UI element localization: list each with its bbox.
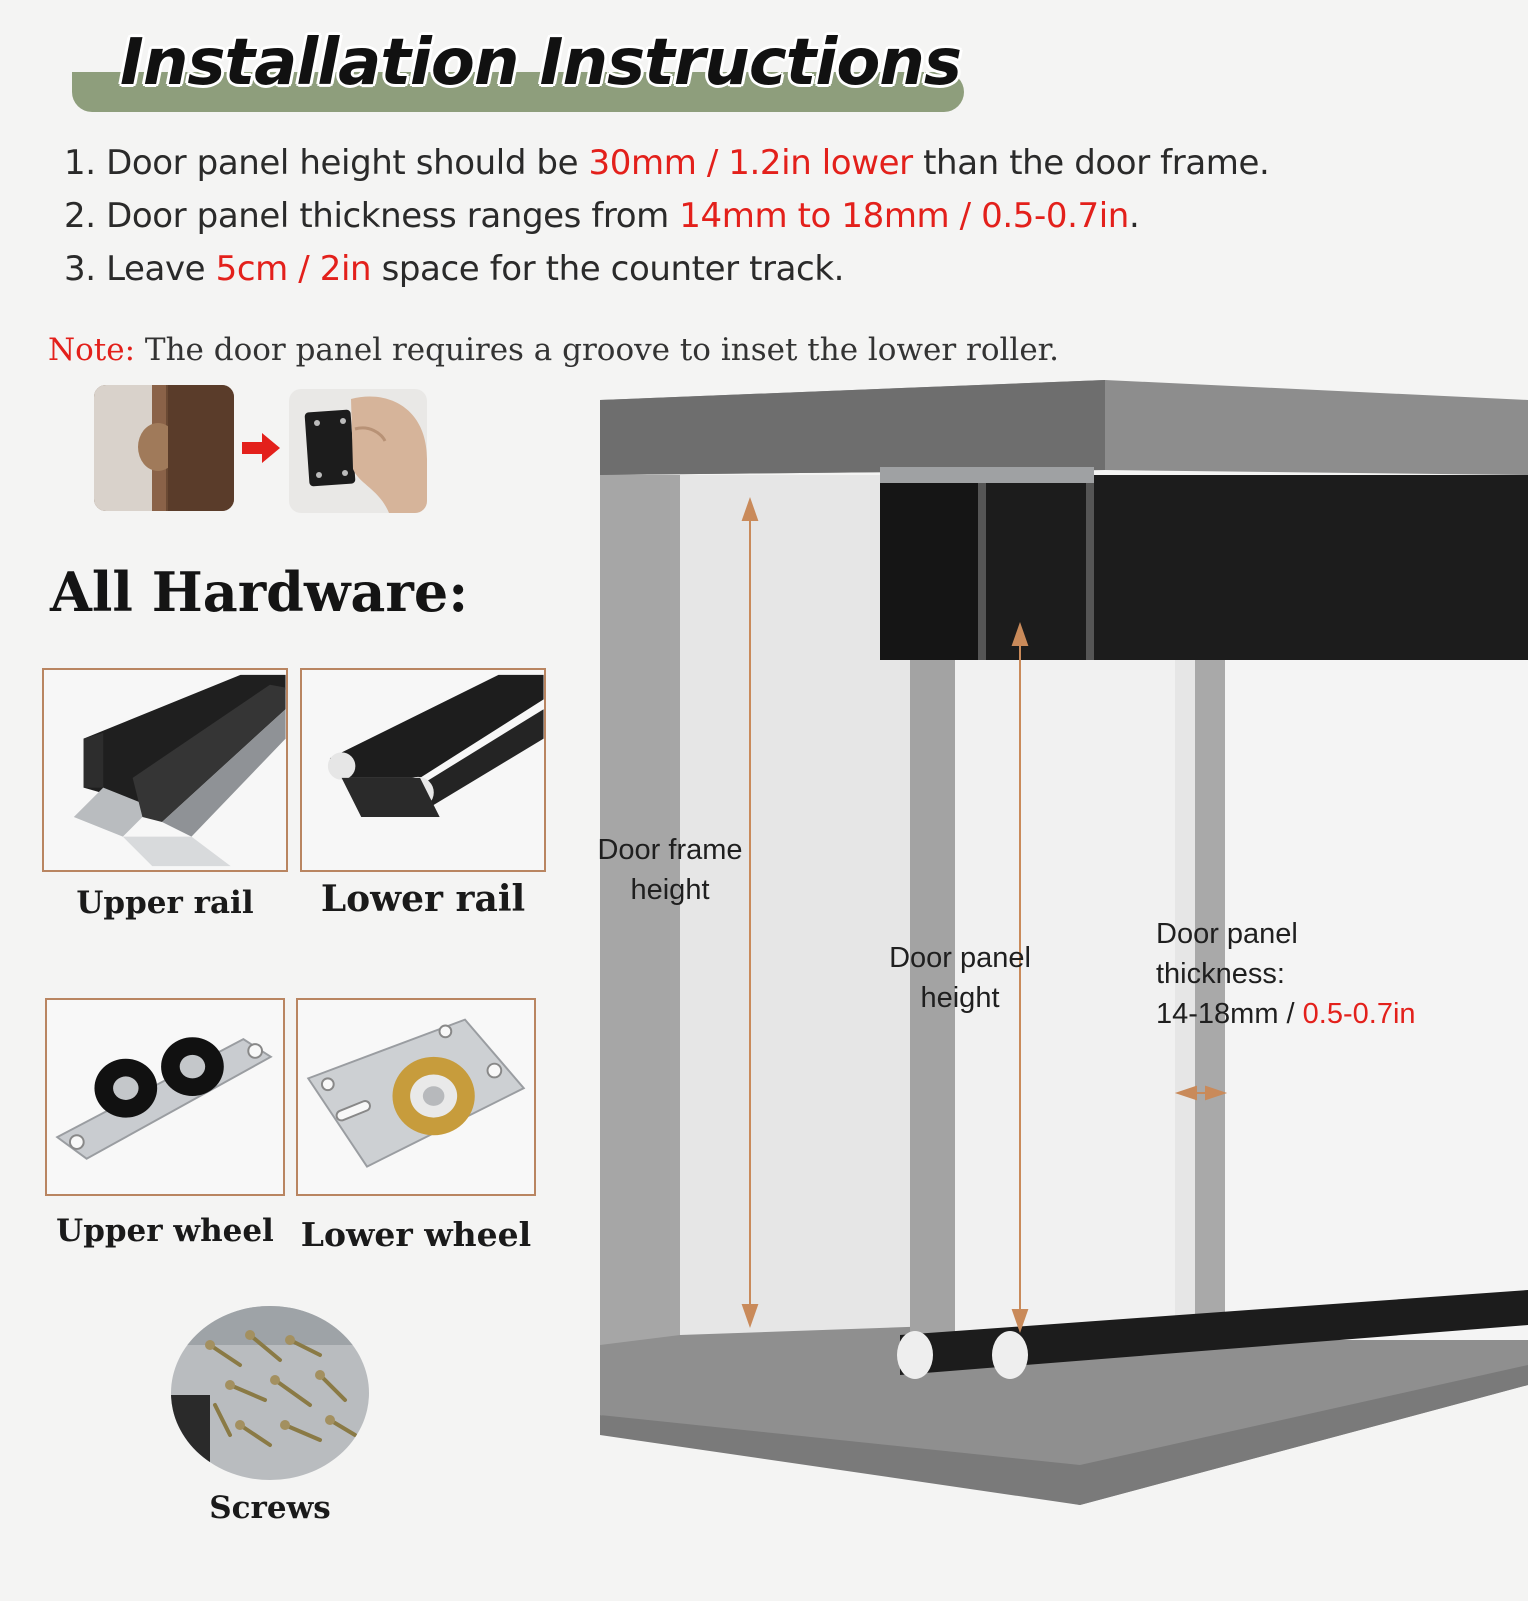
hardware-heading: All Hardware: [50, 560, 469, 624]
page-title: Installation Instructions [120, 26, 962, 100]
step-3: 3. Leave 5cm / 2in space for the counter… [64, 249, 844, 289]
sliding-door-diagram [600, 375, 1528, 1515]
door-panel-thickness-label: Door panel thickness: 14-18mm / 0.5-0.7i… [1156, 914, 1496, 1034]
step-highlight: 30mm / 1.2in lower [588, 143, 914, 183]
thickness-value: 14-18mm / 0.5-0.7in [1156, 994, 1496, 1034]
step-number: 1. [64, 143, 96, 183]
step-2: 2. Door panel thickness ranges from 14mm… [64, 196, 1140, 236]
upper-wheel-label: Upper wheel [56, 1213, 274, 1249]
screws-image [170, 1305, 370, 1481]
step-text-end: . [1128, 196, 1140, 236]
step-number: 2. [64, 196, 96, 236]
note-label: Note: [48, 332, 136, 368]
step-text: Leave [106, 249, 216, 289]
thickness-in: 0.5-0.7in [1302, 998, 1416, 1030]
step-1: 1. Door panel height should be 30mm / 1.… [64, 143, 1270, 183]
upper-rail-label: Upper rail [76, 885, 254, 921]
groove-photo [94, 385, 234, 511]
door-frame-height-label: Door frame height [590, 830, 750, 910]
arrow-right-icon [242, 433, 280, 467]
upper-wheel-image [45, 998, 285, 1196]
thickness-line1: Door panel [1156, 918, 1298, 950]
lower-rail-label: Lower rail [320, 878, 526, 920]
thickness-line2: thickness: [1156, 958, 1285, 990]
step-text: Door panel thickness ranges from [106, 196, 680, 236]
step-text-end: space for the counter track. [371, 249, 845, 289]
step-text-end: than the door frame. [912, 143, 1270, 183]
upper-rail-image [42, 668, 288, 872]
note-text: The door panel requires a groove to inse… [135, 332, 1059, 368]
lower-wheel-image [296, 998, 536, 1196]
door-panel-height-line1: Door panel [889, 942, 1031, 974]
lower-wheel-label: Lower wheel [300, 1215, 532, 1254]
door-panel-height-line2: height [920, 982, 1000, 1014]
lower-rail-image [300, 668, 546, 872]
roller-inset-photo [289, 389, 427, 513]
title-banner [72, 72, 964, 112]
door-frame-height-line1: Door frame [597, 834, 743, 866]
screws-label: Screws [209, 1490, 331, 1526]
thickness-mm: 14-18mm / [1156, 998, 1303, 1030]
step-number: 3. [64, 249, 96, 289]
step-text: Door panel height should be [106, 143, 589, 183]
step-highlight: 5cm / 2in [215, 249, 372, 289]
door-frame-height-line2: height [630, 874, 710, 906]
step-highlight: 14mm to 18mm / 0.5-0.7in [679, 196, 1129, 236]
door-panel-height-label: Door panel height [880, 938, 1040, 1018]
note: Note: The door panel requires a groove t… [48, 332, 1059, 368]
